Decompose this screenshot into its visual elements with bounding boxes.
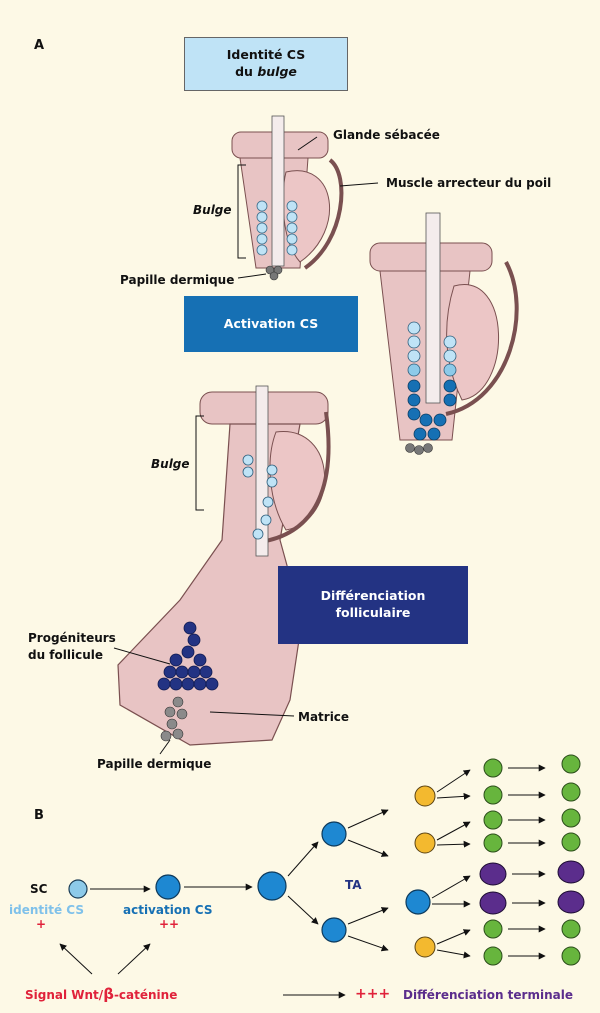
arrector-muscle-3 xyxy=(259,411,331,544)
label-activation-mark: ++ xyxy=(159,917,180,931)
label-identite-cs: identité CS xyxy=(9,903,84,917)
dermal-papilla-3 xyxy=(160,696,188,742)
ta-cell xyxy=(321,917,347,943)
label-papille-2: Papille dermique xyxy=(97,757,212,771)
sebaceous-gland-2 xyxy=(446,284,499,401)
arrector-muscle-2 xyxy=(445,261,519,416)
activation-box: Activation CS xyxy=(184,296,358,352)
label-papille-1: Papille dermique xyxy=(120,273,235,287)
follicle-activated xyxy=(369,212,519,455)
sc-activated-cell xyxy=(155,874,181,900)
green-cells-column-1 xyxy=(483,758,503,966)
green-cells-column-2 xyxy=(561,754,581,966)
sc-committed-cell xyxy=(257,871,287,901)
label-muscle-arrecteur: Muscle arrecteur du poil xyxy=(386,176,552,190)
label-activation-cs: activation CS xyxy=(123,903,213,917)
label-ta: TA xyxy=(345,878,362,892)
hair-shaft-1 xyxy=(271,115,285,267)
dermal-papilla-1 xyxy=(265,265,283,281)
differentiation-box-line1: Différenciation xyxy=(320,588,426,604)
ta-yellow-cell xyxy=(414,936,436,958)
arrector-muscle-1 xyxy=(303,158,344,270)
bulge-cells-3 xyxy=(242,454,278,540)
ta-yellow-cell xyxy=(414,785,436,807)
follicle-growing xyxy=(113,385,331,755)
ta-yellow-cell xyxy=(414,832,436,854)
differentiation-box-line2: folliculaire xyxy=(335,605,411,620)
sc-identity-cell xyxy=(68,879,88,899)
label-progeniteurs: Progéniteurs du follicule xyxy=(28,631,116,662)
purple-cells xyxy=(479,860,585,915)
follicle-resting xyxy=(231,115,379,281)
identity-box-line2: du bulge xyxy=(235,64,297,79)
label-matrice: Matrice xyxy=(298,710,350,724)
follicle-progenitors xyxy=(157,621,219,691)
bulge-cells-1 xyxy=(256,200,298,256)
label-bulge-1: Bulge xyxy=(193,203,232,217)
ta-cell xyxy=(405,889,431,915)
panel-letter-a: A xyxy=(34,38,45,53)
differentiation-box: Différenciation folliculaire xyxy=(278,566,468,644)
sebaceous-gland-3 xyxy=(269,431,326,531)
legend-plus: +++ xyxy=(355,986,391,1002)
panel-letter-b: B xyxy=(34,808,44,823)
label-signal-wnt: Signal Wnt/β-caténine xyxy=(25,985,178,1003)
legend-terminal-differentiation: Différenciation terminale xyxy=(403,988,573,1002)
label-bulge-2: Bulge xyxy=(151,457,190,471)
label-identite-mark: + xyxy=(36,917,47,931)
hair-shaft-2 xyxy=(425,212,441,404)
label-sc: SC xyxy=(30,882,48,896)
activated-cells-2 xyxy=(407,321,457,441)
lineage-diagram xyxy=(59,754,585,999)
identity-box: Identité CS du bulge xyxy=(184,37,348,91)
identity-box-line1: Identité CS xyxy=(226,47,306,63)
lineage-arrows xyxy=(59,764,546,999)
dermal-papilla-2 xyxy=(405,443,433,455)
ta-cell xyxy=(321,821,347,847)
label-glande-sebacee: Glande sébacée xyxy=(333,128,440,142)
